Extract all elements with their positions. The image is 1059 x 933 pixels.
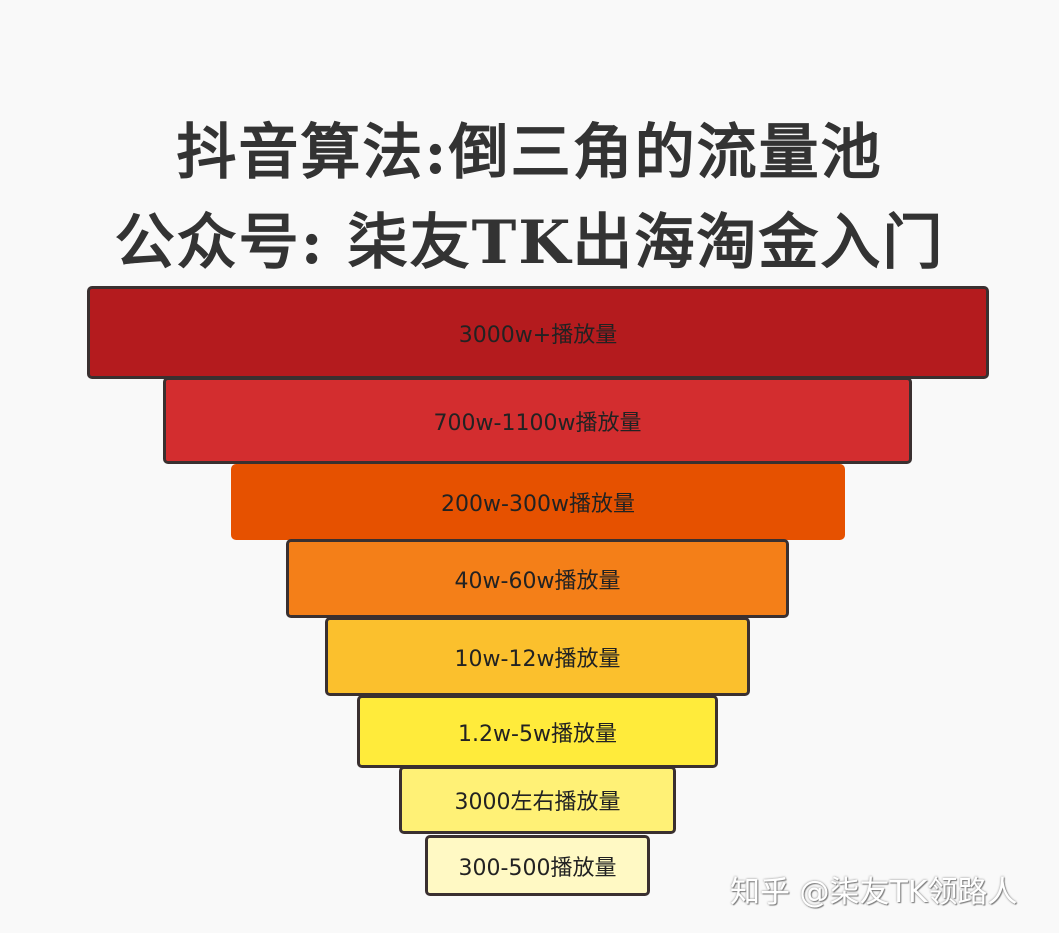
title-line-1: 抖音算法:倒三角的流量池	[176, 118, 883, 188]
funnel-layer-2: 700w-1100w播放量	[163, 377, 912, 464]
funnel-layer-5: 10w-12w播放量	[325, 617, 750, 696]
funnel-layer-label: 3000左右播放量	[454, 790, 621, 815]
funnel-layer-label: 300-500播放量	[458, 855, 617, 881]
funnel-layer-label: 700w-1100w播放量	[433, 410, 642, 436]
title-line-2: 公众号: 柒友TK出海淘金入门	[114, 208, 945, 278]
funnel-layer-4: 40w-60w播放量	[286, 539, 789, 618]
funnel-layer-7: 3000左右播放量	[399, 766, 676, 834]
funnel-layer-3: 200w-300w播放量	[231, 464, 845, 540]
watermark: 知乎 @柒友TK领路人	[730, 875, 1018, 910]
funnel-layer-8: 300-500播放量	[425, 835, 650, 896]
funnel-layer-label: 200w-300w播放量	[441, 492, 635, 517]
funnel-layer-6: 1.2w-5w播放量	[357, 695, 718, 768]
funnel-layer-label: 10w-12w播放量	[454, 646, 621, 672]
funnel-layer-label: 40w-60w播放量	[454, 568, 621, 594]
funnel-layer-label: 3000w+播放量	[458, 322, 618, 348]
funnel-layer-1: 3000w+播放量	[87, 286, 989, 379]
funnel-layer-label: 1.2w-5w播放量	[458, 721, 617, 747]
